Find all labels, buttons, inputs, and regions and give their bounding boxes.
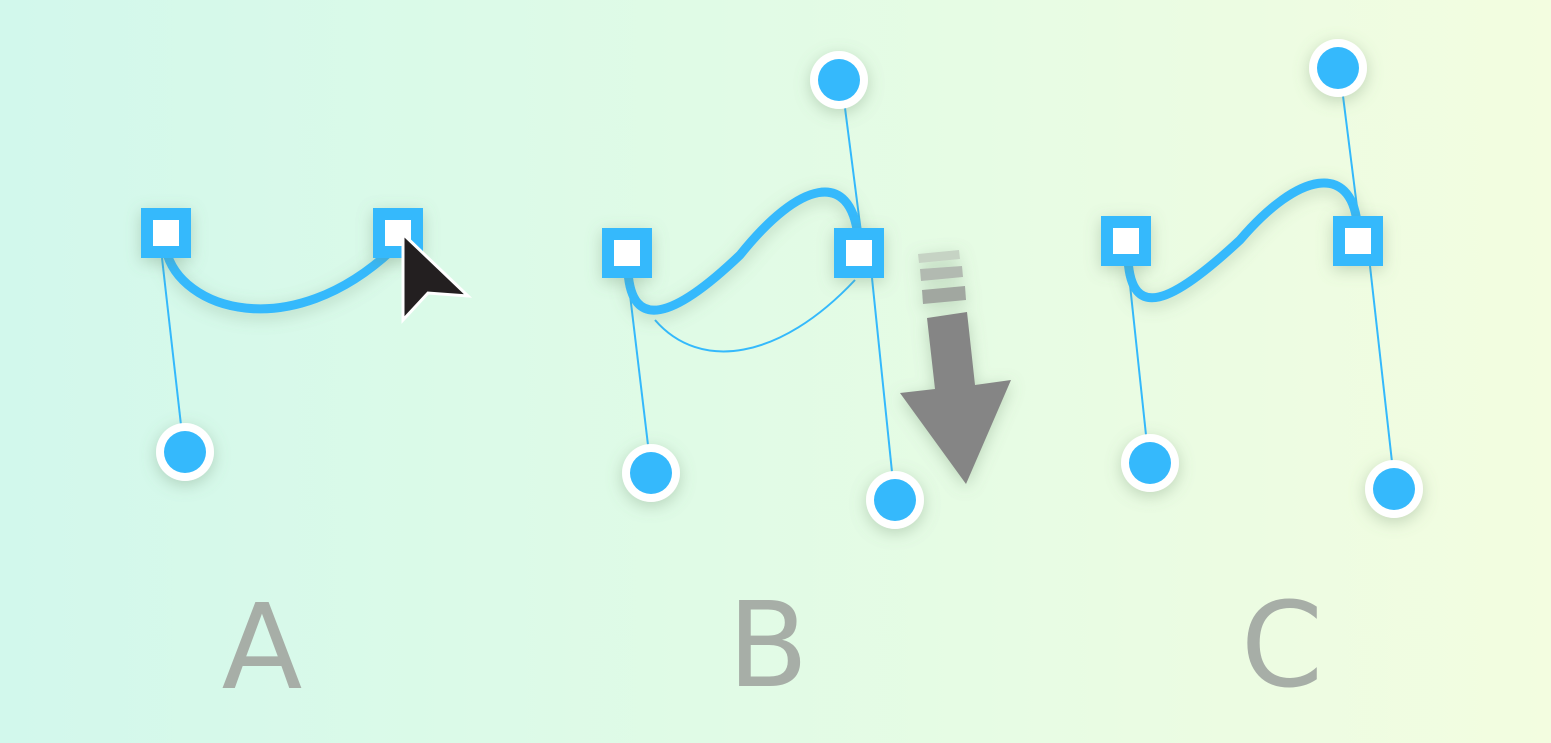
- handle-line: [1369, 265, 1393, 463]
- anchor-point[interactable]: [141, 208, 191, 258]
- handle-line: [844, 107, 863, 241]
- arrow-cursor-icon: [401, 230, 473, 324]
- panel-label: A: [222, 578, 303, 716]
- handle-knob[interactable]: [1121, 434, 1179, 492]
- handle-knob[interactable]: [622, 444, 680, 502]
- handle-knob[interactable]: [866, 471, 924, 529]
- panel-b: B: [602, 51, 1011, 714]
- panel-a: A: [141, 208, 473, 716]
- handle-knob[interactable]: [1365, 460, 1423, 518]
- anchor-point[interactable]: [1101, 216, 1151, 266]
- anchor-point[interactable]: [834, 228, 884, 278]
- panel-label: B: [728, 576, 809, 714]
- bezier-curve: [1123, 178, 1362, 303]
- handle-line: [1127, 265, 1147, 436]
- original-curve: [654, 279, 856, 353]
- handle-knob[interactable]: [1309, 39, 1367, 97]
- anchor-point[interactable]: [602, 228, 652, 278]
- handle-line: [161, 257, 182, 426]
- handle-knob[interactable]: [810, 51, 868, 109]
- handle-line: [1342, 95, 1359, 216]
- panel-c: C: [1101, 39, 1423, 714]
- panel-label: C: [1241, 576, 1323, 714]
- handle-line: [871, 277, 893, 473]
- handle-line: [627, 277, 649, 446]
- handle-knob[interactable]: [156, 423, 214, 481]
- arrow-down-icon: [900, 250, 1011, 484]
- bezier-curve: [161, 246, 396, 314]
- anchor-point[interactable]: [1333, 216, 1383, 266]
- bezier-curve: [623, 187, 863, 315]
